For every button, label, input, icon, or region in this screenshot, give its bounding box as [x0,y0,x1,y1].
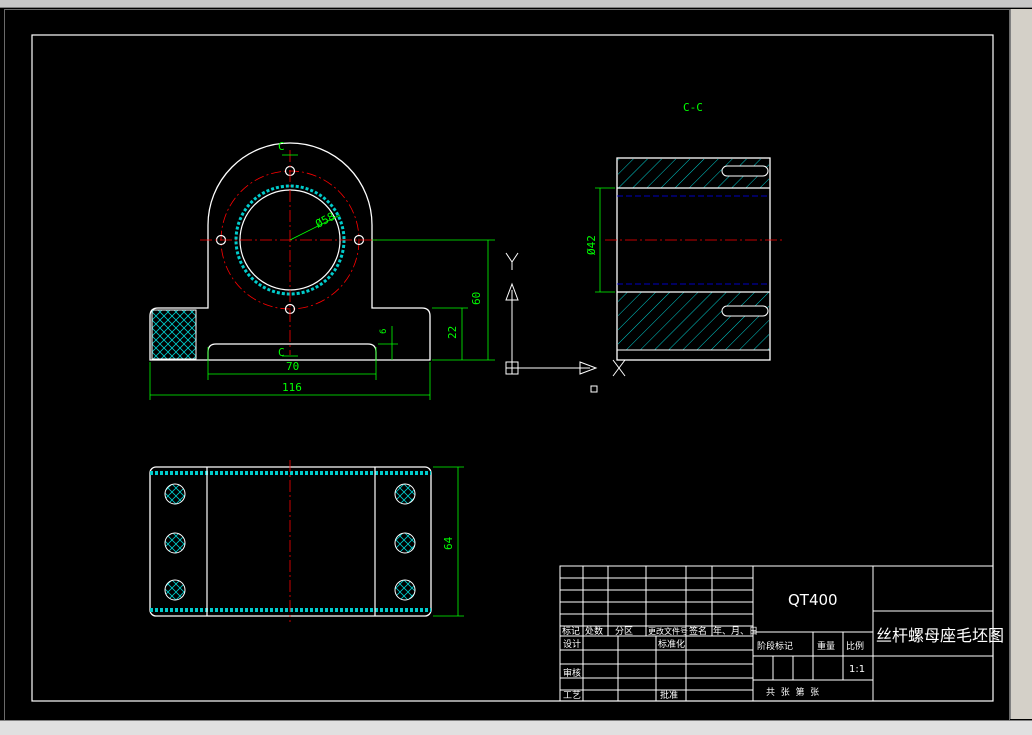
front-view [149,142,431,361]
drawing-title: 丝杆螺母座毛坯图 [876,626,1004,645]
dim-70-label: 70 [286,360,299,373]
header-change-doc: 更改文件号 [648,626,688,636]
material-label: QT400 [788,591,838,609]
top-outline [149,466,432,617]
scale-value: 1:1 [849,664,865,675]
section-bottom-hatch [618,292,769,350]
ucs-icon [505,252,626,393]
design-label: 设计 [563,638,581,650]
top-hole-r2 [394,532,416,554]
section-outline [616,157,771,361]
review-label: 审核 [563,667,581,679]
section-label: C-C [683,101,703,114]
section-view [605,157,785,361]
front-outline [149,142,431,361]
top-view [149,460,432,622]
toolbar-strip [0,0,1032,8]
dim-22-label: 22 [446,326,459,339]
stage-mark-label: 阶段标记 [757,640,793,652]
top-hole-r3 [394,579,416,601]
section-dimensions [595,187,615,293]
top-hole-l2 [164,532,186,554]
drawing-viewport[interactable] [4,9,1010,721]
top-dimensions [433,466,464,617]
dim-60-label: 60 [470,292,483,305]
standardize-label: 标准化 [658,638,685,650]
top-hole-l1 [164,483,186,505]
top-hole-r1 [394,483,416,505]
left-foot-hatch [151,309,197,360]
dim-64-label: 64 [442,536,455,550]
weight-label: 重量 [817,640,835,652]
status-bar [0,720,1032,735]
sheets-label: 共 张 第 张 [766,686,819,698]
title-block-header-row: 标记 处数 分区 更改文件号 签名 年、月、日 [562,625,758,637]
cut-mark-bottom: C [278,346,285,359]
approve-label: 批准 [660,689,678,701]
header-mark: 标记 [562,625,580,637]
process-label: 工艺 [563,690,581,701]
dim-116-label: 116 [282,381,302,394]
header-zone: 分区 [615,626,633,637]
drawing-border [31,34,994,702]
vertical-scrollbar[interactable] [1010,9,1032,719]
dim-6-label: 6 [379,329,389,334]
radius-leader [289,214,341,241]
cut-mark-top: C [278,140,285,153]
ratio-label: 比例 [846,640,864,652]
top-hole-l3 [164,579,186,601]
header-date: 年、月、日 [713,625,758,637]
header-count: 处数 [585,625,603,637]
front-dimensions [149,154,495,400]
slot-bottom [721,305,769,317]
header-sign: 签名 [689,625,707,637]
slot-top [721,165,769,177]
dim-bore-label: Ø42 [585,235,598,255]
base-relief [207,343,377,360]
dim-radius-label: Ø58 [313,210,337,231]
title-block [559,565,994,702]
